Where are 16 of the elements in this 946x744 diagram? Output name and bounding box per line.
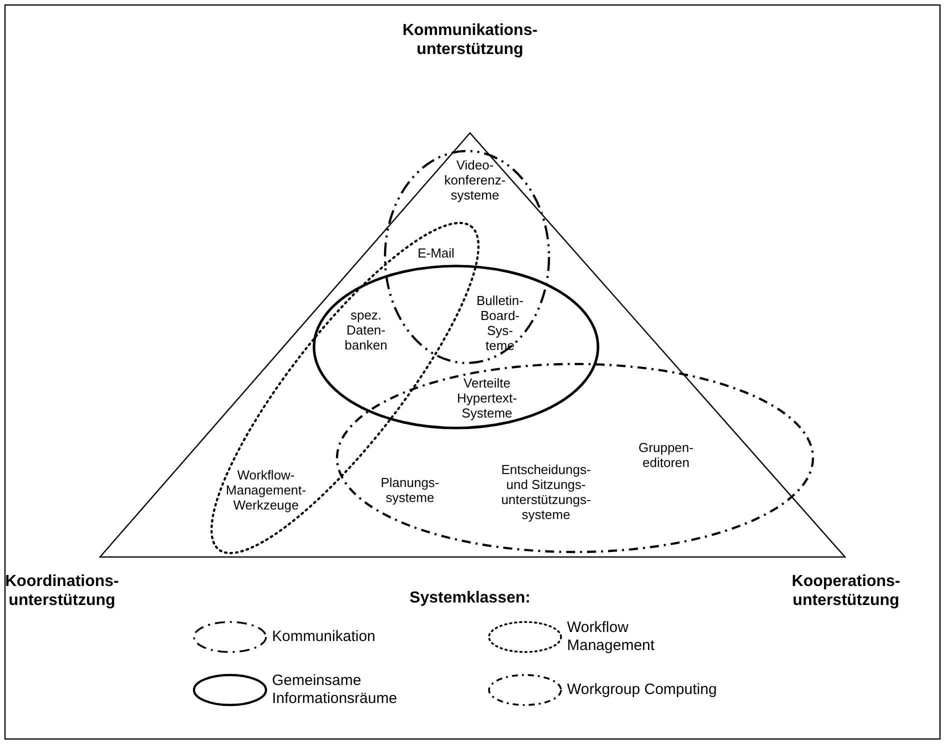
class-label: spez. Daten- banken <box>344 308 388 352</box>
class-label: E-Mail <box>418 246 454 260</box>
class-label: Planungs- systeme <box>380 475 440 505</box>
legend-label: Workflow Management <box>567 619 655 655</box>
axis-label: Kommunikations- unterstützung <box>402 21 538 59</box>
legend-label: Workgroup Computing <box>567 681 717 699</box>
axis-label: Koordinations- unterstützung <box>5 572 119 610</box>
class-label: Workflow- Management- Werkzeuge <box>226 468 306 512</box>
class-label: Video- konferenz- systeme <box>444 158 506 202</box>
class-label: Verteilte Hypertext- Systeme <box>457 376 517 420</box>
legend-title: Systemklassen: <box>410 588 530 608</box>
legend-label: Gemeinsame Informationsräume <box>272 672 398 708</box>
axis-label: Kooperations- unterstützung <box>792 572 900 610</box>
legend-label: Kommunikation <box>272 628 376 646</box>
class-label: Gruppen- editoren <box>638 440 694 470</box>
class-label: Entscheidungs- und Sitzungs- unterstützungs- systeme <box>500 462 592 522</box>
